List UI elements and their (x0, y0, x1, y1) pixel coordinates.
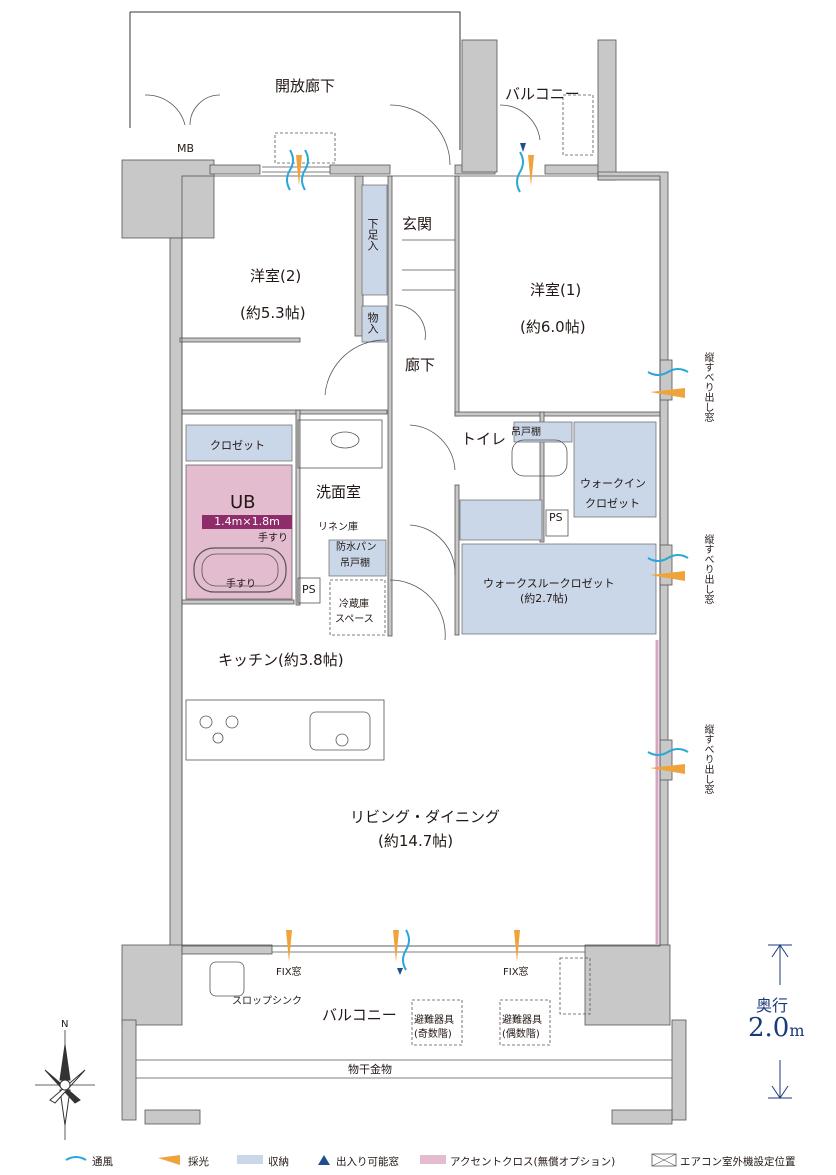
label-kitchen: キッチン(約3.8帖) (218, 651, 344, 669)
label-fix-window-2: FIX窓 (503, 967, 529, 978)
compass (35, 1030, 95, 1140)
label-ub-size: 1.4m×1.8m (202, 515, 292, 529)
depth-indicator: 奥行 2.0m (740, 940, 820, 1043)
label-balcony-top: バルコニー (505, 85, 580, 103)
depth-unit: m (789, 1021, 805, 1040)
depth-arrows (768, 944, 792, 1099)
label-toilet: トイレ (461, 430, 507, 448)
legend-ac-unit: エアコン室外機設定位置 (680, 1156, 796, 1168)
label-waterproof-pan: 防水パン (336, 542, 377, 553)
label-storage: 物入 (366, 312, 379, 334)
label-hallway: 廊下 (405, 356, 436, 374)
label-mb: MB (177, 142, 195, 155)
label-vert-window-3: 縦すべり出し窓 (702, 724, 713, 794)
label-evac2-line1: 避難器具 (502, 1015, 542, 1026)
legend: 通風 採光 収納 出入り可能窓 アクセントクロス(無償オプション) エアコン室外… (0, 1148, 836, 1172)
label-balcony-bottom: バルコニー (322, 1006, 397, 1024)
label-fridge-2: スペース (335, 614, 374, 625)
label-linen: リネン庫 (318, 522, 358, 533)
legend-storage: 収納 (268, 1156, 289, 1168)
label-ps-1: PS (549, 511, 563, 524)
label-fix-window-1: FIX窓 (276, 967, 302, 978)
label-living-size: (約14.7帖) (378, 832, 454, 850)
legend-entry-window: 出入り可能窓 (336, 1156, 399, 1168)
label-evac2-line2: (偶数階) (502, 1029, 540, 1040)
label-western1-name: 洋室(1) (530, 281, 582, 299)
label-drying: 物干金物 (348, 1063, 392, 1076)
legend-ventilation: 通風 (92, 1156, 113, 1168)
legend-daylight: 採光 (188, 1156, 209, 1168)
label-washroom: 洗面室 (316, 483, 362, 501)
walls (121, 39, 687, 1125)
depth-value: 2.0m (748, 1013, 805, 1043)
label-living-name: リビング・ダイニング (350, 808, 501, 826)
label-walkin-closet-1: ウォークイン (580, 477, 646, 490)
label-evac1-line1: 避難器具 (414, 1015, 454, 1026)
label-north: N (61, 1019, 69, 1030)
corridor-edge (130, 11, 461, 150)
label-ps-2: PS (302, 583, 316, 596)
label-hanging-shelf-2: 吊戸棚 (340, 558, 370, 569)
label-vert-window-1: 縦すべり出し窓 (702, 352, 713, 422)
storage-areas (185, 184, 657, 635)
label-walkthrough-size: (約2.7帖) (520, 592, 569, 605)
label-closet: クロゼット (210, 439, 265, 452)
label-walkin-closet-2: クロゼット (585, 497, 640, 510)
depth-number: 2.0 (748, 1013, 790, 1043)
label-vert-window-2: 縦すべり出し窓 (702, 534, 713, 604)
label-western2-size: (約5.3帖) (240, 304, 306, 322)
legend-accent: アクセントクロス(無償オプション) (450, 1156, 616, 1168)
depth-label: 奥行 (756, 996, 789, 1015)
label-hanging-shelf: 吊戸棚 (511, 427, 541, 438)
airflow-markers (286, 143, 689, 975)
label-western1-size: (約6.0帖) (520, 318, 586, 336)
label-evac1-line2: (奇数階) (414, 1029, 452, 1040)
legend-icons (65, 1153, 677, 1167)
label-entrance: 玄関 (402, 215, 433, 233)
label-handrail-2: 手すり (226, 579, 256, 590)
label-walkthrough-closet: ウォークスルークロゼット (483, 577, 615, 590)
label-western2-name: 洋室(2) (250, 267, 302, 285)
label-handrail-1: 手すり (258, 533, 288, 544)
label-open-corridor: 開放廊下 (275, 77, 336, 95)
label-ub: UB (230, 492, 256, 513)
label-slop-sink: スロップシンク (232, 996, 302, 1007)
label-shoe-storage: 下足入 (366, 218, 379, 251)
label-fridge-1: 冷蔵庫 (339, 599, 369, 610)
